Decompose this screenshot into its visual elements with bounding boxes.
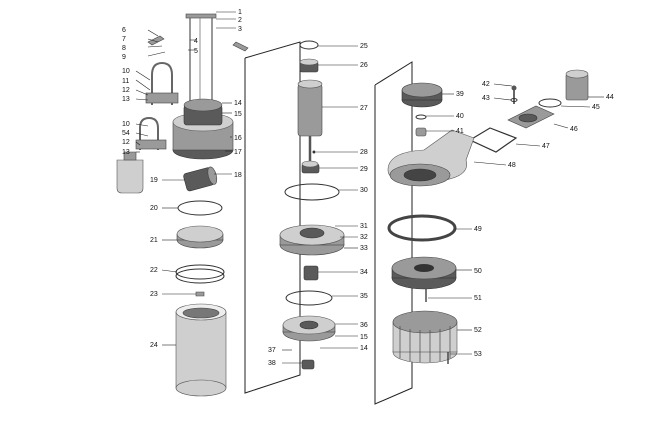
callout-48: 48 [508, 162, 516, 169]
callout-47: 47 [542, 143, 550, 150]
callout-29: 29 [360, 166, 368, 173]
callout-2: 2 [238, 17, 242, 24]
callout-45: 45 [592, 104, 600, 111]
callout-39: 39 [456, 91, 464, 98]
callout-11: 11 [122, 78, 129, 85]
strainer [392, 310, 458, 364]
volute-housing [387, 129, 475, 187]
callout-13: 13 [122, 96, 130, 103]
callout-numbers: 1 2 3 4 5 6 7 8 9 10 11 12 13 14 15 16 1… [122, 9, 614, 367]
callout-20: 20 [150, 205, 158, 212]
frame-lines [244, 41, 413, 405]
float-switch [116, 159, 144, 194]
callout-14-mid: 14 [360, 345, 368, 352]
callout-21: 21 [150, 237, 158, 244]
cable-gland-lower [135, 139, 167, 150]
callout-52: 52 [474, 327, 482, 334]
cable-gland-upper [145, 92, 179, 104]
callout-1: 1 [238, 9, 242, 16]
callout-30: 30 [360, 187, 368, 194]
clip [195, 291, 205, 297]
callout-53: 53 [474, 351, 482, 358]
rotor-assembly [279, 40, 345, 370]
callout-26: 26 [360, 62, 368, 69]
callout-4: 4 [194, 38, 198, 45]
callout-43: 43 [482, 95, 490, 102]
callout-40: 40 [456, 113, 464, 120]
callout-12-lower: 12 [122, 139, 130, 146]
o-ring-35 [285, 290, 333, 306]
callout-15: 15 [234, 111, 242, 118]
callout-25: 25 [360, 43, 368, 50]
callout-35: 35 [360, 293, 368, 300]
callout-23: 23 [150, 291, 158, 298]
callout-10: 10 [122, 68, 130, 75]
nut-38 [301, 359, 315, 370]
o-ring-25 [299, 40, 319, 50]
callout-14: 14 [234, 100, 242, 107]
top-bracket [185, 13, 217, 19]
callout-3: 3 [238, 26, 242, 33]
callout-38: 38 [268, 360, 276, 367]
pump-assembly [387, 69, 589, 364]
nut-41 [415, 127, 427, 137]
callout-44: 44 [606, 94, 614, 101]
callout-34: 34 [360, 269, 368, 276]
callout-12: 12 [122, 87, 130, 94]
callout-17: 17 [234, 149, 242, 156]
callout-37: 37 [268, 347, 276, 354]
callout-41: 41 [456, 128, 464, 135]
cable-loop-lower [139, 116, 159, 150]
callout-51: 51 [474, 295, 482, 302]
callout-36: 36 [360, 322, 368, 329]
callout-32: 32 [360, 234, 368, 241]
o-ring-45 [538, 98, 562, 108]
callout-10-lower: 10 [122, 121, 130, 128]
gasket-49 [387, 214, 457, 242]
leader-lines [135, 11, 604, 364]
clamp-ring [175, 264, 225, 280]
callout-50: 50 [474, 268, 482, 275]
callout-33: 33 [360, 245, 368, 252]
o-ring-20 [177, 200, 223, 216]
callout-7: 7 [122, 36, 126, 43]
callout-5: 5 [194, 48, 198, 55]
callout-46: 46 [570, 126, 578, 133]
callout-24: 24 [150, 342, 158, 349]
callout-9: 9 [122, 54, 126, 61]
mechanical-seal [303, 265, 319, 281]
callout-8: 8 [122, 45, 126, 52]
callout-54: 54 [122, 130, 130, 137]
callout-22: 22 [150, 267, 158, 274]
rotor [297, 83, 323, 137]
callout-42: 42 [482, 81, 490, 88]
clamp-right [232, 41, 249, 52]
capacitor [183, 166, 218, 192]
gasket-47 [468, 127, 518, 153]
callout-27: 27 [360, 105, 368, 112]
cable-loop-upper [151, 61, 173, 105]
callout-31: 31 [360, 223, 368, 230]
motor-housing [175, 303, 227, 397]
callout-15-mid: 15 [360, 334, 368, 341]
clamp-left [147, 35, 165, 46]
callout-28: 28 [360, 149, 368, 156]
callout-13-lower: 13 [122, 149, 130, 156]
o-ring-30 [284, 183, 340, 201]
callout-6: 6 [122, 27, 126, 34]
callout-49: 49 [474, 226, 482, 233]
motor-assembly [116, 13, 249, 397]
callout-19: 19 [150, 177, 158, 184]
callout-18: 18 [234, 172, 242, 179]
callout-16: 16 [234, 135, 242, 142]
